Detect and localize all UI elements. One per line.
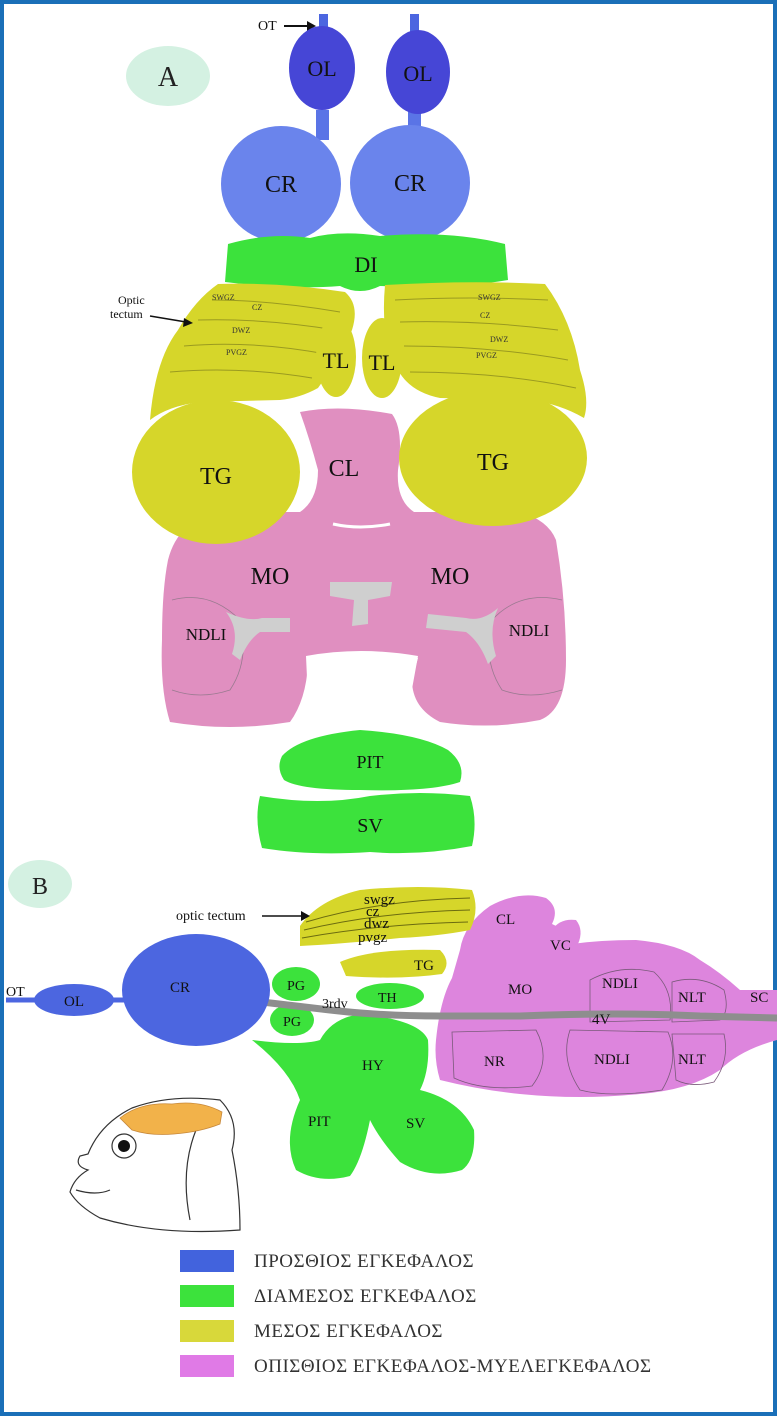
di-label: DI (354, 252, 377, 277)
fish-eye-pupil (118, 1140, 130, 1152)
tectum-layer-right-0: SWGZ (478, 293, 501, 302)
pit-label-b: PIT (308, 1114, 331, 1130)
nlt-bottom-label: NLT (678, 1052, 706, 1068)
cl-label-a: CL (329, 456, 360, 482)
tectum-layer-left-2: DWZ (232, 326, 250, 335)
ol-left-label: OL (307, 56, 336, 81)
tectum-layer-left-1: CZ (252, 303, 262, 312)
legend-label-diencephalon: ΔΙΑΜΕΣΟΣ ΕΓΚΕΦΑΛΟΣ (254, 1286, 477, 1308)
tl-left-label: TL (323, 348, 350, 373)
legend-label-hindbrain: ΟΠΙΣΘΙΟΣ ΕΓΚΕΦΑΛΟΣ-ΜΥΕΛΕΓΚΕΦΑΛΟΣ (254, 1356, 652, 1378)
sv-label-b: SV (406, 1116, 425, 1132)
fish-head-sketch (70, 1098, 240, 1231)
panel-a-label: A (158, 62, 179, 93)
legend-item-forebrain: ΠΡΟΣΘΙΟΣ ΕΓΚΕΦΑΛΟΣ (180, 1248, 770, 1278)
panel-a: A OT OL OL CR CR DI SWGZ (110, 14, 587, 853)
nr-label: NR (484, 1054, 505, 1070)
tg-label-b: TG (414, 958, 434, 974)
ndli-right-label: NDLI (509, 621, 550, 640)
4v-label: 4V (592, 1012, 611, 1028)
tectum-layer-left-0: SWGZ (212, 293, 235, 302)
ndli-left-label: NDLI (186, 625, 227, 644)
ot-label-b: OT (6, 985, 25, 1000)
cr-label-b: CR (170, 980, 190, 996)
cr-right-label: CR (394, 171, 426, 197)
sv-label-a: SV (357, 815, 383, 837)
mo-label-b: MO (508, 982, 532, 998)
tectum-layer-right-2: DWZ (490, 335, 508, 344)
cerebrum-b (122, 934, 270, 1046)
ndli-bottom-label: NDLI (594, 1052, 630, 1068)
pg-top-label: PG (287, 979, 305, 994)
legend-item-midbrain: ΜΕΣΟΣ ΕΓΚΕΦΑΛΟΣ (180, 1318, 770, 1348)
fish-brain-inset (120, 1103, 222, 1135)
legend-swatch-hindbrain (180, 1355, 234, 1377)
optic-tectum-arrow-a (150, 316, 186, 322)
legend-swatch-midbrain (180, 1320, 234, 1342)
ol-cr-stalk-left (316, 110, 329, 140)
mo-left-label: MO (251, 564, 290, 590)
cl-label-b: CL (496, 912, 515, 928)
tg-left-label: TG (200, 464, 232, 490)
optic-tectum-label-a-1: tectum (110, 307, 143, 321)
tectum-layer-right-1: CZ (480, 311, 490, 320)
mo-right-label: MO (431, 564, 470, 590)
tectum-layer-right-3: PVGZ (476, 351, 497, 360)
panel-b: B swgz cz dwz pvgz optic tectum TG PG PG (6, 860, 777, 1232)
tectum-layer-b-3: pvgz (358, 930, 388, 946)
hindbrain-bottom-gap (306, 651, 418, 726)
tectum-layer-left-3: PVGZ (226, 348, 247, 357)
tl-right-label: TL (369, 350, 396, 375)
3rdv-label: 3rdv (322, 997, 348, 1012)
legend: ΠΡΟΣΘΙΟΣ ΕΓΚΕΦΑΛΟΣ ΔΙΑΜΕΣΟΣ ΕΓΚΕΦΑΛΟΣ ΜΕ… (180, 1248, 770, 1388)
fish-mouth (76, 1190, 110, 1193)
legend-item-diencephalon: ΔΙΑΜΕΣΟΣ ΕΓΚΕΦΑΛΟΣ (180, 1283, 770, 1313)
th-label: TH (378, 991, 397, 1006)
cr-left-label: CR (265, 172, 297, 198)
sc-label: SC (750, 990, 768, 1006)
optic-tectum-label-b: optic tectum (176, 909, 246, 924)
ol-label-b: OL (64, 994, 84, 1010)
optic-tectum-label-a-0: Optic (118, 293, 145, 307)
legend-label-forebrain: ΠΡΟΣΘΙΟΣ ΕΓΚΕΦΑΛΟΣ (254, 1251, 474, 1273)
panel-b-label: B (32, 874, 48, 900)
tg-right-label: TG (477, 450, 509, 476)
ot-label-a: OT (258, 19, 277, 34)
legend-swatch-forebrain (180, 1250, 234, 1272)
ol-right-label: OL (403, 61, 432, 86)
ndli-top-label: NDLI (602, 976, 638, 992)
legend-item-hindbrain: ΟΠΙΣΘΙΟΣ ΕΓΚΕΦΑΛΟΣ-ΜΥΕΛΕΓΚΕΦΑΛΟΣ (180, 1353, 770, 1383)
hy-label: HY (362, 1058, 384, 1074)
legend-label-midbrain: ΜΕΣΟΣ ΕΓΚΕΦΑΛΟΣ (254, 1321, 443, 1343)
pg-bottom-label: PG (283, 1015, 301, 1030)
legend-swatch-diencephalon (180, 1285, 234, 1307)
nlt-top-label: NLT (678, 990, 706, 1006)
vc-label: VC (550, 938, 571, 954)
pit-label-a: PIT (357, 752, 384, 772)
fish-gill (186, 1130, 196, 1220)
